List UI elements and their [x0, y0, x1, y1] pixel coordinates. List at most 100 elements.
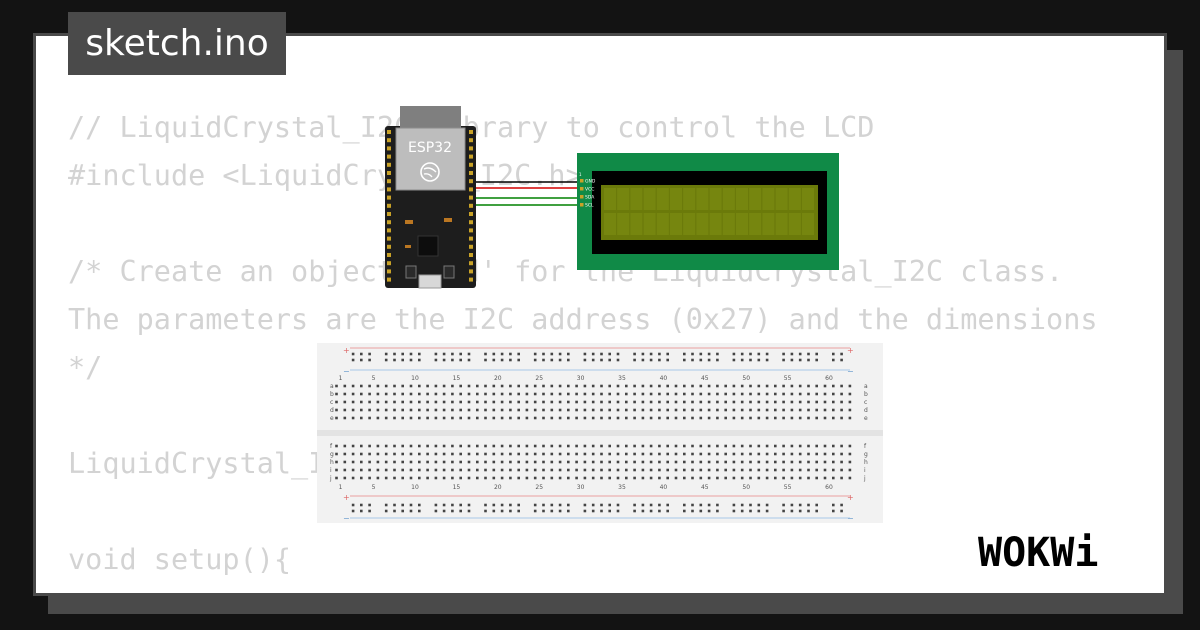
- esp32-pin[interactable]: [387, 171, 391, 175]
- breadboard-hole: [707, 400, 711, 404]
- esp32-pin[interactable]: [387, 277, 391, 282]
- breadboard-hole: [691, 352, 694, 356]
- esp32-pin[interactable]: [469, 228, 473, 233]
- breadboard-hole: [740, 460, 744, 464]
- breadboard-hole: [517, 476, 520, 480]
- breadboard-hole: [683, 400, 686, 404]
- esp32-pin[interactable]: [387, 228, 391, 233]
- lcd-pin-label: SCL: [585, 203, 594, 209]
- breadboard-hole: [360, 400, 363, 404]
- esp32-pin[interactable]: [469, 195, 473, 200]
- esp32-pin[interactable]: [387, 146, 391, 151]
- breadboard-hole: [625, 416, 628, 420]
- esp32-pin[interactable]: [387, 244, 391, 249]
- reset-button[interactable]: [443, 265, 455, 279]
- breadboard-hole: [409, 392, 413, 396]
- esp32-pin[interactable]: [387, 162, 391, 167]
- breadboard-hole: [848, 460, 852, 464]
- breadboard-hole: [658, 408, 661, 412]
- esp32-pin[interactable]: [469, 130, 473, 134]
- breadboard-hole: [451, 509, 454, 513]
- esp32-pin[interactable]: [469, 203, 473, 208]
- esp32-pin[interactable]: [387, 269, 391, 274]
- esp32-pin[interactable]: [469, 212, 473, 216]
- lcd-pin[interactable]: [580, 195, 584, 199]
- esp32-pin[interactable]: [387, 220, 391, 225]
- esp32-pin[interactable]: [469, 146, 473, 151]
- breadboard-hole: [492, 400, 496, 404]
- esp32-pin[interactable]: [387, 154, 391, 159]
- breadboard-hole: [393, 460, 396, 464]
- file-tab[interactable]: sketch.ino: [68, 12, 286, 75]
- esp32-board[interactable]: ESP32: [385, 106, 476, 289]
- breadboard-hole: [426, 476, 429, 480]
- esp32-pin[interactable]: [387, 212, 391, 216]
- esp32-pin[interactable]: [469, 220, 473, 225]
- breadboard-hole: [716, 468, 719, 472]
- breadboard-hole: [732, 352, 736, 356]
- esp32-pin[interactable]: [469, 253, 473, 257]
- esp32-pin-headers: [387, 130, 473, 282]
- esp32-pin[interactable]: [387, 187, 391, 192]
- esp32-pin[interactable]: [469, 244, 473, 249]
- breadboard-hole: [633, 416, 636, 420]
- esp32-pin[interactable]: [469, 138, 473, 143]
- esp32-pin[interactable]: [469, 261, 473, 266]
- breadboard-hole: [600, 503, 603, 507]
- breadboard-hole: [575, 460, 578, 464]
- breadboard-hole: [484, 408, 487, 412]
- esp32-pin[interactable]: [469, 236, 473, 241]
- boot-button[interactable]: [405, 265, 417, 279]
- breadboard-hole: [633, 460, 636, 464]
- esp32-pin[interactable]: [387, 253, 391, 257]
- breadboard-hole: [525, 392, 529, 396]
- esp32-pin[interactable]: [469, 171, 473, 175]
- breadboard-hole: [616, 384, 620, 388]
- esp32-pin[interactable]: [469, 154, 473, 159]
- esp32-pin[interactable]: [469, 162, 473, 167]
- breadboard-hole: [840, 384, 843, 388]
- breadboard-hole: [749, 452, 752, 456]
- breadboard-hole: [343, 452, 347, 456]
- esp32-pin[interactable]: [387, 138, 391, 143]
- breadboard-hole: [649, 416, 653, 420]
- lcd-pin[interactable]: [580, 179, 584, 183]
- esp32-pin[interactable]: [469, 269, 473, 274]
- breadboard-hole: [765, 358, 769, 362]
- breadboard-hole: [567, 416, 570, 420]
- breadboard-hole: [567, 509, 570, 513]
- espressif-logo-icon: [420, 162, 440, 182]
- breadboard-hole: [666, 358, 669, 362]
- breadboard-hole: [525, 460, 529, 464]
- breadboard-hole: [509, 468, 512, 472]
- esp32-pin[interactable]: [387, 203, 391, 208]
- esp32-pin[interactable]: [387, 130, 391, 134]
- lcd-pin[interactable]: [580, 203, 584, 207]
- esp32-pin[interactable]: [387, 261, 391, 266]
- breadboard-hole: [691, 416, 694, 420]
- breadboard-hole: [550, 358, 554, 362]
- esp32-pin[interactable]: [387, 195, 391, 200]
- breadboard-hole: [484, 468, 487, 472]
- breadboard-hole: [757, 400, 761, 404]
- breadboard-hole: [426, 452, 429, 456]
- lcd-pin[interactable]: [580, 187, 584, 191]
- breadboard-hole: [360, 408, 363, 412]
- esp32-pin[interactable]: [469, 179, 473, 184]
- breadboard[interactable]: + + − − + + − − 115510101515202025253030…: [317, 343, 883, 523]
- breadboard-center-channel: [317, 430, 883, 436]
- breadboard-hole: [600, 400, 603, 404]
- breadboard-hole: [459, 416, 462, 420]
- esp32-pin[interactable]: [387, 179, 391, 184]
- breadboard-hole: [533, 460, 537, 464]
- breadboard-hole: [840, 509, 843, 513]
- esp32-pin[interactable]: [387, 236, 391, 241]
- breadboard-hole: [658, 392, 661, 396]
- esp32-pin[interactable]: [469, 187, 473, 192]
- breadboard-hole: [633, 503, 636, 507]
- breadboard-hole: [674, 444, 678, 448]
- breadboard-hole: [434, 468, 438, 472]
- esp32-pin[interactable]: [469, 277, 473, 282]
- breadboard-hole: [798, 408, 802, 412]
